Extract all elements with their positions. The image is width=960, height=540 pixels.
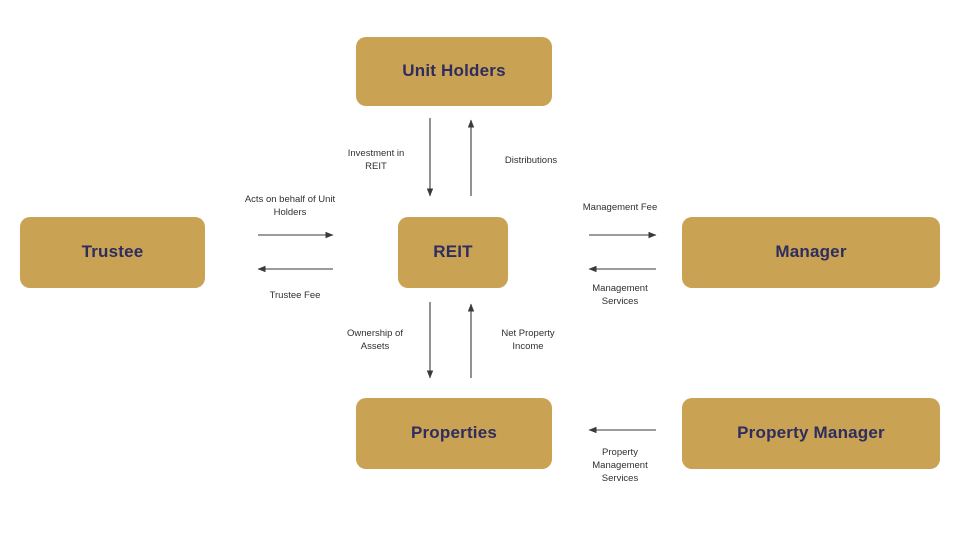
node-trustee[interactable]: Trustee [20,217,205,288]
edge-label-property-management-services: Property Management Services [592,447,648,484]
edge-label-investment-in-reit: Investment in REIT [347,148,405,172]
node-reit[interactable]: REIT [398,217,508,288]
edge-label-distributions: Distributions [504,155,558,166]
node-manager-label: Manager [775,242,847,262]
node-properties[interactable]: Properties [356,398,552,469]
node-unit-holders[interactable]: Unit Holders [356,37,552,106]
node-property-manager-label: Property Manager [737,423,885,443]
node-manager[interactable]: Manager [682,217,940,288]
edge-label-net-property-income: Net Property Income [501,328,555,352]
edge-label-acts-on-behalf-of-unit-holders: Acts on behalf of Unit Holders [244,194,336,218]
edge-label-management-fee: Management Fee [582,202,658,213]
node-reit-label: REIT [433,242,473,262]
node-properties-label: Properties [410,423,498,443]
edge-label-management-services: Management Services [592,283,648,307]
node-unit-holders-label: Unit Holders [402,61,506,81]
edge-label-ownership-of-assets: Ownership of Assets [347,328,403,352]
node-property-manager[interactable]: Property Manager [682,398,940,469]
edge-label-trustee-fee: Trustee Fee [269,290,321,301]
node-trustee-label: Trustee [81,242,144,262]
